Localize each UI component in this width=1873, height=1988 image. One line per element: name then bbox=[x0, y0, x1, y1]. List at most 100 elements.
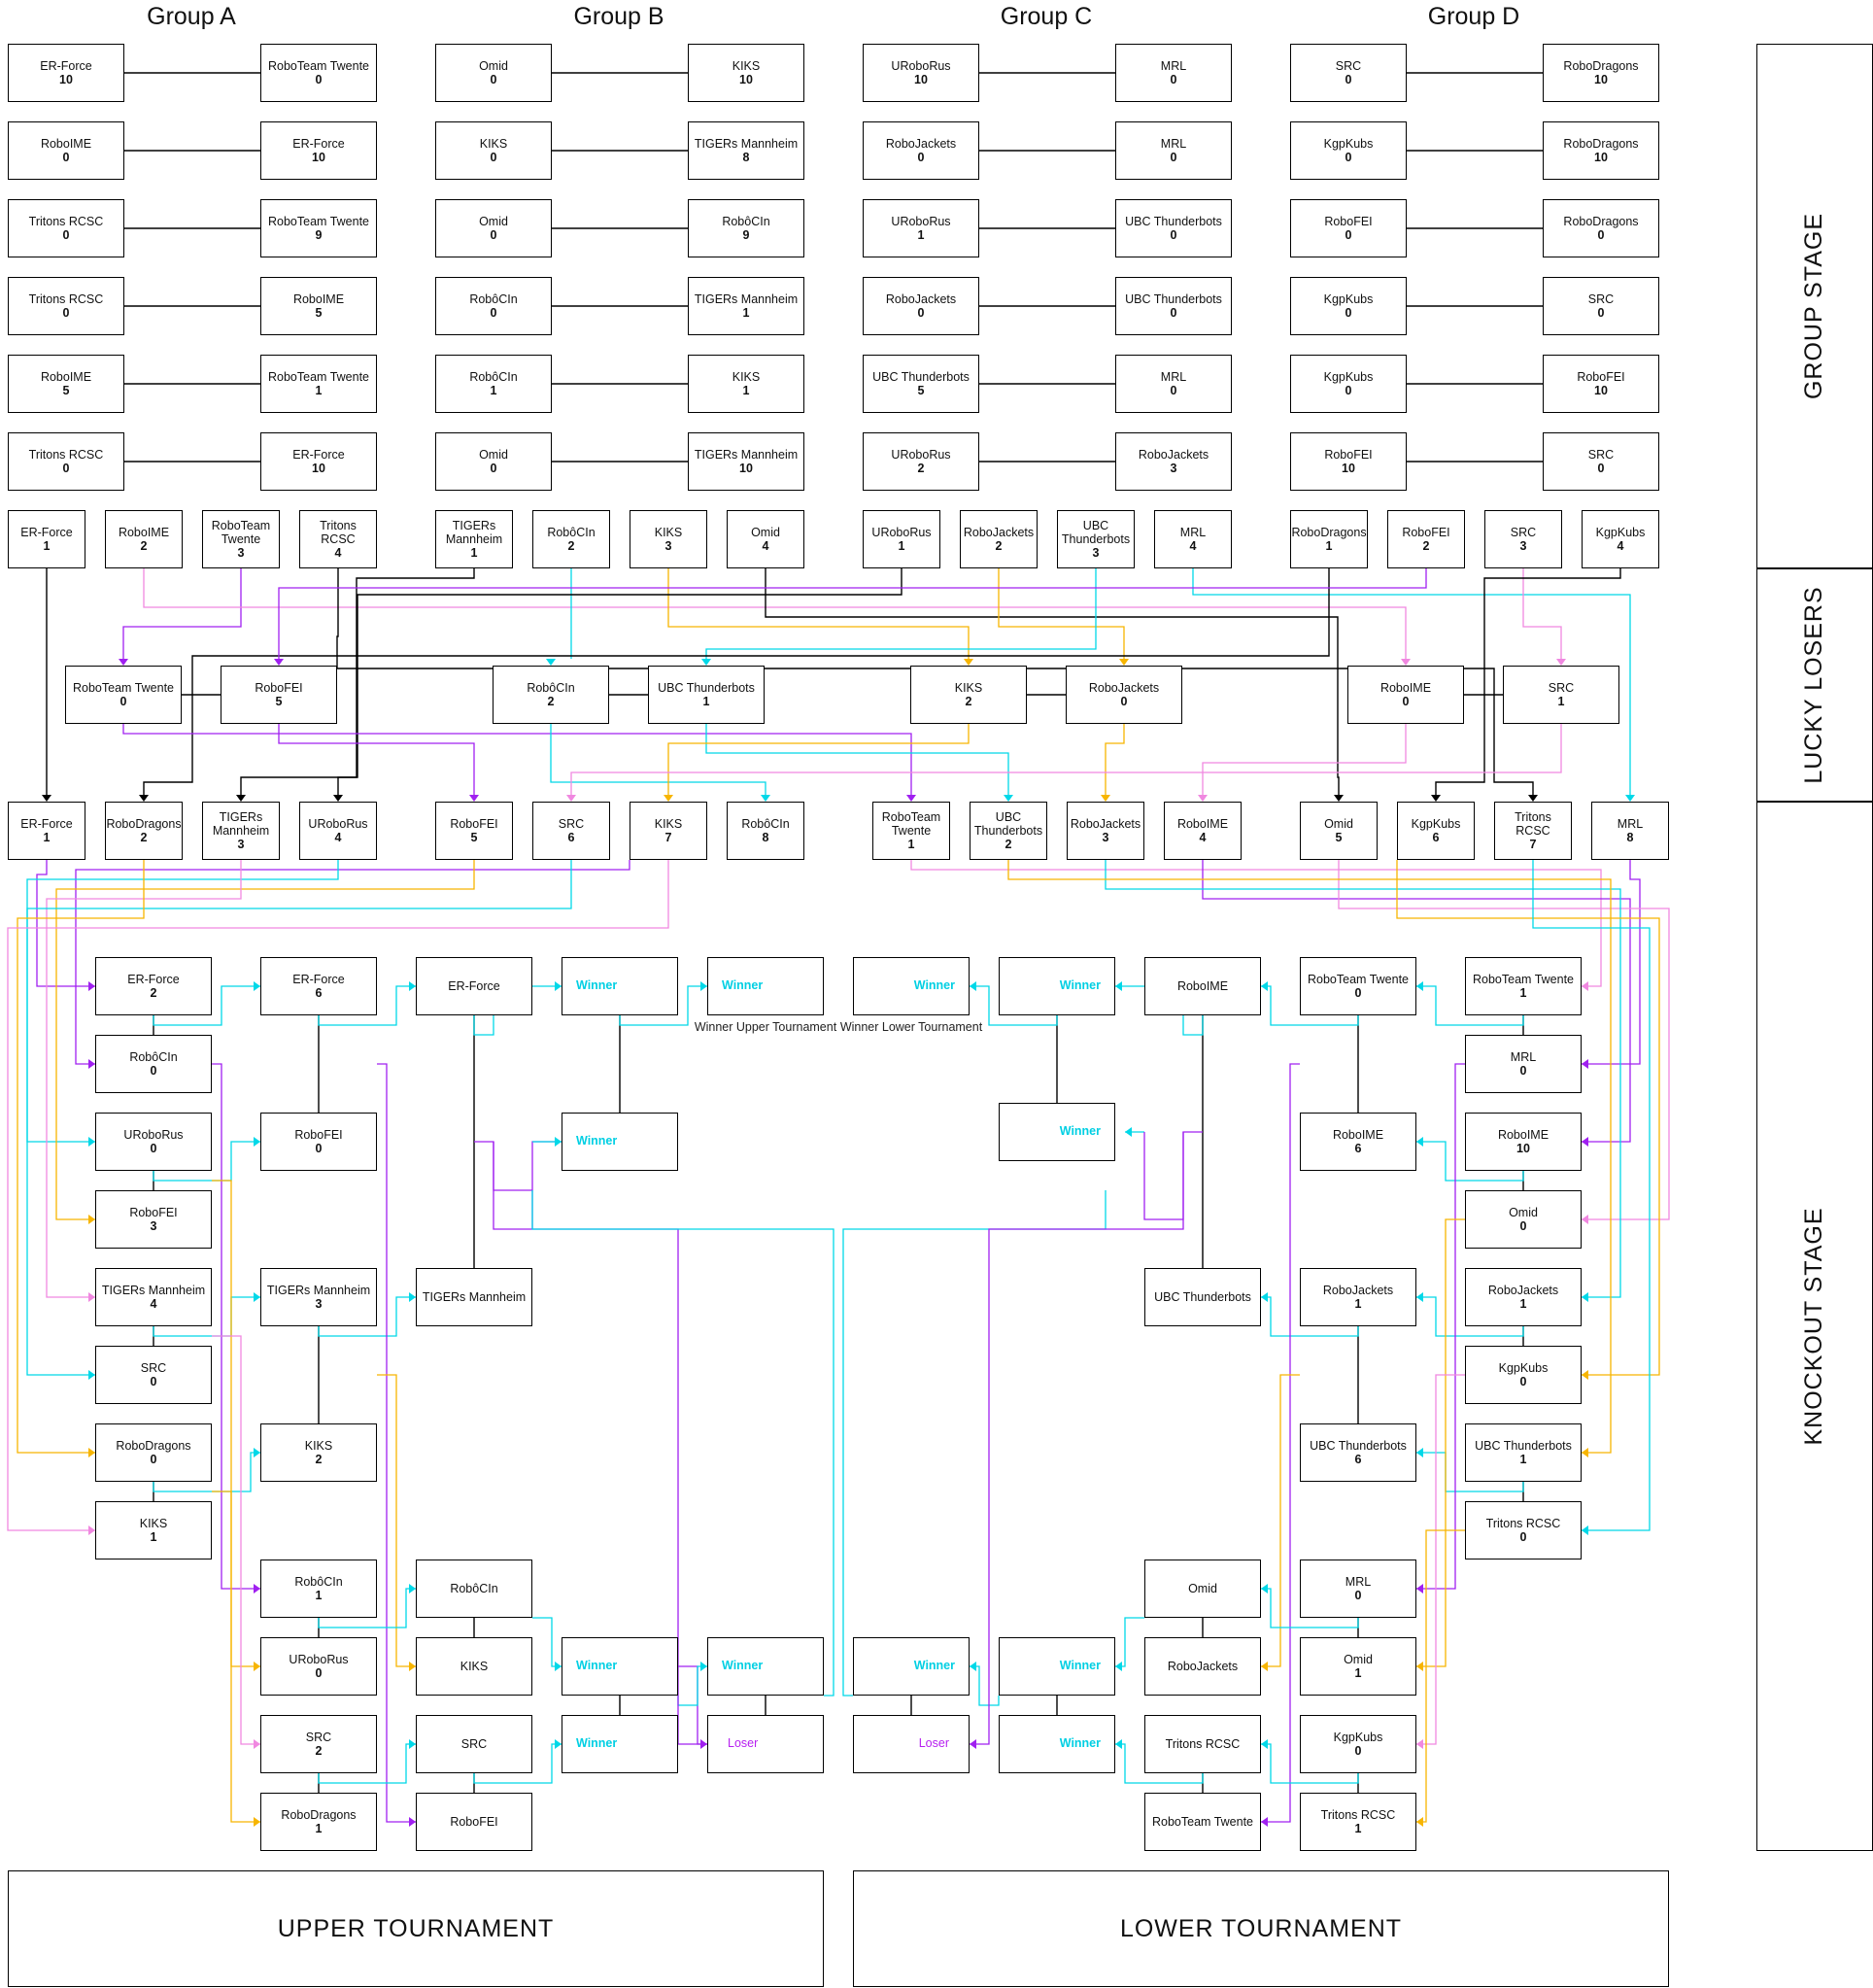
arrow-head bbox=[1416, 1817, 1423, 1827]
team-name: Loser bbox=[728, 1736, 759, 1750]
team-score: 10 bbox=[1594, 384, 1608, 397]
team-name: URoboRus bbox=[308, 817, 368, 831]
team-name: RoboJackets bbox=[1167, 1660, 1239, 1673]
team-name: Omid bbox=[751, 526, 780, 539]
team-score: 2 bbox=[140, 831, 148, 844]
team-name: Loser bbox=[918, 1736, 949, 1750]
team-name: SRC bbox=[558, 817, 585, 831]
connector-line bbox=[36, 860, 95, 987]
team-name: TIGERs Mannheim bbox=[212, 810, 270, 838]
winner-lower-slot: Winner bbox=[853, 957, 970, 1015]
lower-loser-final-slot: Winner bbox=[853, 1637, 970, 1696]
arrow-head bbox=[1115, 1662, 1122, 1671]
team-name: RoboIME bbox=[1176, 979, 1229, 993]
team-score: 0 bbox=[1519, 1064, 1527, 1078]
team-score: 1 bbox=[1519, 1297, 1527, 1311]
team-name: RoboTeam Twente bbox=[211, 519, 271, 546]
team-score: 0 bbox=[1345, 306, 1352, 320]
team-name: Winner bbox=[1059, 1659, 1101, 1672]
arrow-head bbox=[1582, 1137, 1588, 1147]
upper-loser-r2-team: SRC bbox=[416, 1715, 532, 1773]
team-name: Winner bbox=[1059, 978, 1101, 992]
team-name: Tritons RCSC bbox=[28, 215, 104, 228]
team-name: SRC bbox=[1510, 526, 1537, 539]
arrow-head bbox=[409, 1817, 416, 1827]
team-name: RoboIME bbox=[118, 526, 170, 539]
team-name: KIKS bbox=[954, 681, 983, 695]
team-score: 2 bbox=[315, 1453, 323, 1466]
team-score: 0 bbox=[62, 151, 70, 164]
team-score: 1 bbox=[315, 384, 323, 397]
team-score: 0 bbox=[1354, 986, 1362, 1000]
arrow-head bbox=[1582, 1292, 1588, 1302]
team-score: 0 bbox=[1345, 384, 1352, 397]
lower-loser-r3-slot: Winner bbox=[999, 1715, 1115, 1773]
team-name: UBC Thunderbots bbox=[1475, 1439, 1572, 1453]
connector-line bbox=[677, 1665, 707, 1706]
team-score: 8 bbox=[1626, 831, 1634, 844]
team-name: TIGERs Mannheim bbox=[422, 1290, 527, 1304]
winner-upper-slot: Winner bbox=[707, 957, 824, 1015]
connector-line bbox=[667, 724, 970, 795]
team-score: 2 bbox=[995, 539, 1003, 553]
arrow-head bbox=[1416, 1292, 1423, 1302]
connector-line bbox=[1522, 568, 1562, 659]
arrow-head bbox=[1115, 1739, 1122, 1749]
lower-final-slot: Winner bbox=[999, 957, 1115, 1015]
team-name: UBC Thunderbots bbox=[872, 370, 970, 384]
arrow-head bbox=[1119, 659, 1129, 666]
arrow-head bbox=[469, 795, 479, 802]
connector-line bbox=[1261, 1063, 1300, 1823]
team-score: 1 bbox=[150, 1530, 157, 1544]
lower-loser-r3-slot: Winner bbox=[999, 1637, 1115, 1696]
team-score: 0 bbox=[1597, 462, 1605, 475]
team-name: UBC Thunderbots bbox=[658, 681, 755, 695]
arrow-head bbox=[88, 1370, 95, 1380]
lower-loser-r2-team: Tritons RCSC bbox=[1144, 1715, 1261, 1773]
team-name: RoboJackets bbox=[885, 292, 957, 306]
connector-line bbox=[667, 568, 970, 659]
team-score: 0 bbox=[1345, 151, 1352, 164]
team-score: 0 bbox=[490, 73, 497, 86]
arrow-head bbox=[1416, 1662, 1423, 1671]
team-name: MRL bbox=[1160, 370, 1187, 384]
team-score: 1 bbox=[43, 539, 51, 553]
team-name: RoboDragons bbox=[1291, 526, 1367, 539]
team-score: 3 bbox=[664, 539, 672, 553]
connector-line bbox=[1416, 1374, 1465, 1745]
arrow-head bbox=[409, 1292, 416, 1302]
team-score: 5 bbox=[1335, 831, 1343, 844]
team-score: 7 bbox=[664, 831, 672, 844]
team-score: 2 bbox=[315, 1744, 323, 1758]
team-score: 1 bbox=[742, 384, 750, 397]
team-score: 4 bbox=[334, 831, 342, 844]
arrow-head bbox=[964, 659, 973, 666]
team-name: Winner bbox=[913, 1659, 955, 1672]
arrow-head bbox=[1261, 1584, 1268, 1594]
connector-line bbox=[1115, 1617, 1144, 1667]
arrow-head bbox=[1334, 795, 1344, 802]
team-name: RoboTeam Twente bbox=[268, 370, 369, 384]
team-name: SRC bbox=[1587, 448, 1615, 462]
